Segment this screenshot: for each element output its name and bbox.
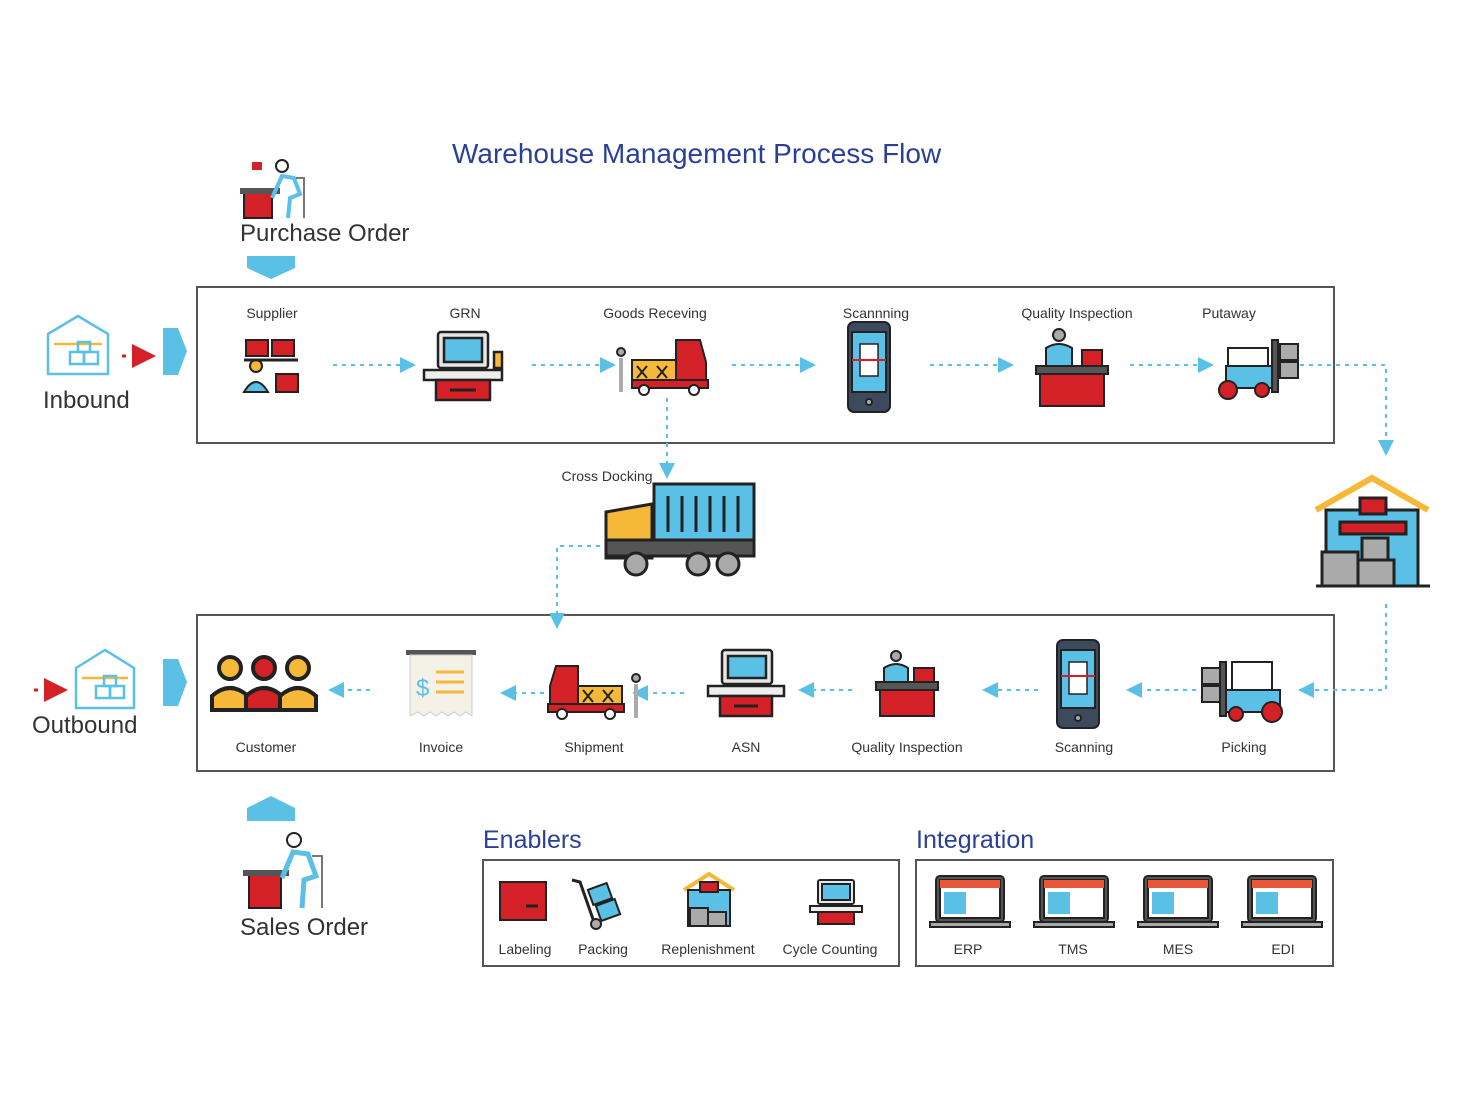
shipment-truck-icon (547, 665, 641, 720)
sales-order-chevron-icon (247, 796, 295, 821)
customer-group-icon (210, 655, 318, 712)
tms-laptop-icon (1033, 875, 1115, 928)
step-label-shipment: Shipment (564, 739, 624, 755)
supplier-icon (242, 339, 299, 393)
outbound-warehouse-icon (74, 648, 136, 710)
step-label-goods-receiving: Goods Receving (603, 305, 707, 321)
step-label-customer: Customer (235, 739, 297, 755)
inbound-connectors (328, 357, 1394, 701)
outbound-label: Outbound (32, 712, 138, 739)
step-label-scanning-inbound: Scannning (842, 305, 910, 321)
inbound-warehouse-icon (46, 314, 110, 376)
inbound-flow-box (196, 286, 1335, 444)
edi-laptop-icon (1241, 875, 1323, 928)
integration-tms: TMS (1058, 941, 1088, 957)
enabler-labeling: Labeling (498, 941, 552, 957)
step-label-quality-inspection-outbound: Quality Inspection (851, 739, 963, 755)
invoice-icon: $ (406, 650, 476, 717)
enablers-heading: Enablers (483, 826, 582, 854)
grn-computer-icon (422, 330, 504, 402)
mes-laptop-icon (1137, 875, 1219, 928)
asn-computer-icon (706, 648, 786, 718)
step-label-asn: ASN (731, 739, 761, 755)
enabler-cycle-counting: Cycle Counting (782, 941, 878, 957)
enabler-replenishment: Replenishment (661, 941, 755, 957)
outbound-chevron-icon (163, 659, 187, 706)
step-label-putaway: Putaway (1202, 305, 1256, 321)
svg-text:$: $ (416, 675, 429, 702)
warehouse-building-icon (1314, 474, 1430, 588)
step-label-invoice: Invoice (418, 739, 464, 755)
sales-order-person-icon (243, 832, 323, 909)
enablers-box (482, 859, 900, 967)
integration-erp: ERP (953, 941, 983, 957)
integration-box (915, 859, 1334, 967)
purchase-order-chevron-icon (247, 256, 295, 279)
page-title: Warehouse Management Process Flow (452, 138, 942, 169)
integration-heading: Integration (916, 826, 1035, 854)
picking-forklift-icon (1201, 661, 1283, 723)
integration-mes: MES (1162, 941, 1194, 957)
step-label-picking: Picking (1221, 739, 1267, 755)
erp-laptop-icon (929, 875, 1011, 928)
red-entry-arrows (34, 344, 156, 702)
outbound-scanning-phone-icon (1056, 639, 1100, 729)
cross-docking-truck-icon (604, 482, 756, 577)
goods-receiving-truck-icon (616, 339, 709, 396)
outbound-flow-box (196, 614, 1335, 772)
inbound-quality-inspection-icon (1035, 328, 1109, 407)
sales-order-label: Sales Order (240, 914, 369, 941)
purchase-order-label: Purchase Order (240, 220, 410, 247)
inbound-chevron-icon (163, 328, 187, 375)
packing-icon (571, 878, 622, 930)
cycle-counting-icon (809, 879, 863, 925)
replenishment-icon (682, 871, 736, 927)
integration-edi: EDI (1271, 941, 1295, 957)
step-label-grn: GRN (449, 305, 481, 321)
putaway-forklift-icon (1218, 339, 1299, 400)
purchase-order-person-icon (240, 159, 305, 219)
cross-docking-label: Cross Docking (561, 468, 653, 484)
step-label-scanning-outbound: Scanning (1054, 739, 1114, 755)
step-label-supplier: Supplier (246, 305, 298, 321)
enabler-packing: Packing (578, 941, 628, 957)
inbound-label: Inbound (43, 387, 130, 414)
step-label-quality-inspection-inbound: Quality Inspection (1021, 305, 1133, 321)
inbound-scanning-phone-icon (847, 321, 891, 413)
labeling-icon (499, 881, 547, 921)
outbound-quality-inspection-icon (875, 650, 939, 717)
